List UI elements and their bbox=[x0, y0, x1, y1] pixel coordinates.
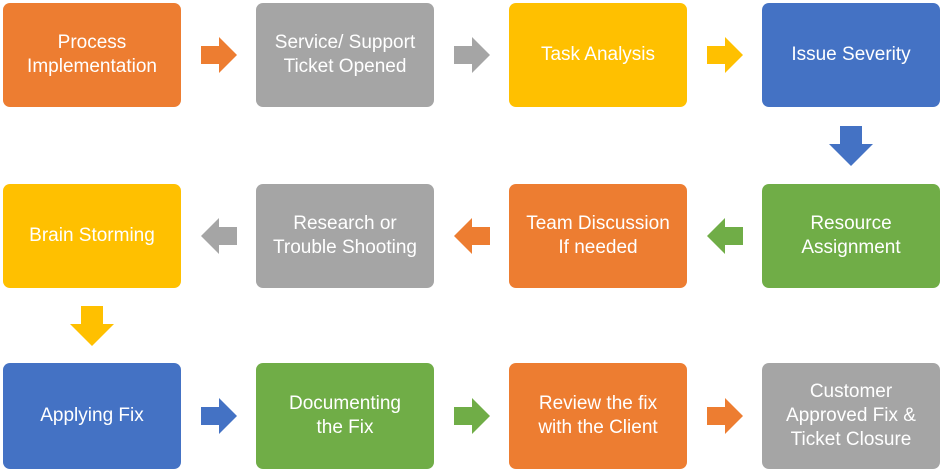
step-task-analysis: Task Analysis bbox=[509, 3, 687, 107]
arrow-right-icon bbox=[706, 37, 743, 73]
arrow-right-icon bbox=[453, 398, 490, 434]
arrow-down-icon bbox=[70, 305, 114, 346]
arrow-right-documenting-fix-to-review-fix-client bbox=[453, 398, 490, 434]
arrow-left-research-troubleshooting-to-brain-storming bbox=[200, 218, 237, 254]
step-documenting-fix: Documenting the Fix bbox=[256, 363, 434, 469]
step-process-implementation: Process Implementation bbox=[3, 3, 181, 107]
arrow-left-icon bbox=[200, 218, 237, 254]
arrow-right-review-fix-client-to-customer-approved-closure bbox=[706, 398, 743, 434]
arrow-right-task-analysis-to-issue-severity bbox=[706, 37, 743, 73]
arrow-right-icon bbox=[453, 37, 490, 73]
step-resource-assignment: Resource Assignment bbox=[762, 184, 940, 288]
step-team-discussion: Team Discussion If needed bbox=[509, 184, 687, 288]
arrow-down-icon bbox=[829, 125, 873, 166]
arrow-right-icon bbox=[200, 37, 237, 73]
arrow-left-icon bbox=[706, 218, 743, 254]
arrow-right-icon bbox=[200, 398, 237, 434]
step-research-troubleshooting: Research or Trouble Shooting bbox=[256, 184, 434, 288]
step-service-support-ticket-opened: Service/ Support Ticket Opened bbox=[256, 3, 434, 107]
arrow-right-icon bbox=[706, 398, 743, 434]
arrow-right-service-support-ticket-opened-to-task-analysis bbox=[453, 37, 490, 73]
arrow-left-icon bbox=[453, 218, 490, 254]
arrow-left-resource-assignment-to-team-discussion bbox=[706, 218, 743, 254]
arrow-right-process-implementation-to-service-support-ticket-opened bbox=[200, 37, 237, 73]
arrow-down-brain-storming-to-applying-fix bbox=[70, 305, 114, 346]
step-brain-storming: Brain Storming bbox=[3, 184, 181, 288]
step-issue-severity: Issue Severity bbox=[762, 3, 940, 107]
arrow-left-team-discussion-to-research-troubleshooting bbox=[453, 218, 490, 254]
step-review-fix-client: Review the fix with the Client bbox=[509, 363, 687, 469]
arrow-down-issue-severity-to-resource-assignment bbox=[829, 125, 873, 166]
step-customer-approved-closure: Customer Approved Fix & Ticket Closure bbox=[762, 363, 940, 469]
step-applying-fix: Applying Fix bbox=[3, 363, 181, 469]
arrow-right-applying-fix-to-documenting-fix bbox=[200, 398, 237, 434]
